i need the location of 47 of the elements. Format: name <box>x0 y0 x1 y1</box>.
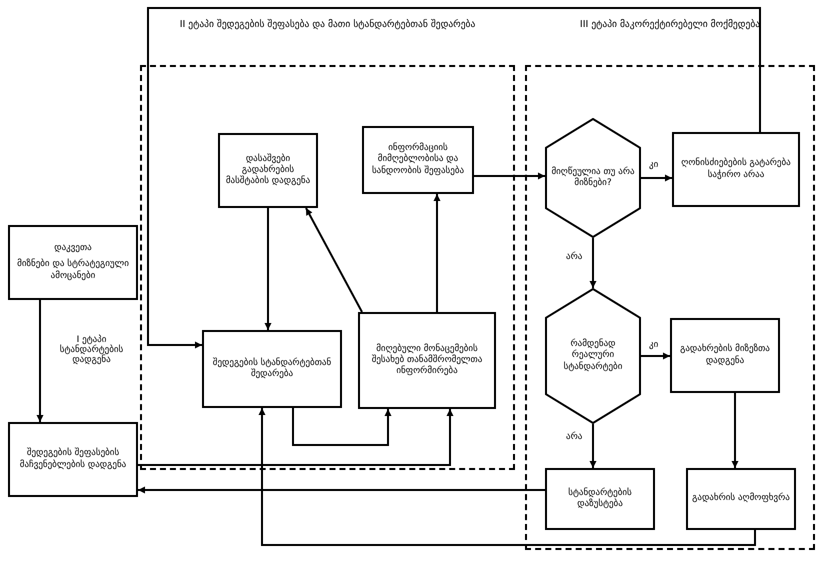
node-text: მიღწეულია თუ არა მიზნები? <box>550 166 636 190</box>
process-box <box>545 468 655 530</box>
stage-title: III ეტაპი მაკორექტირებელი მოქმედება <box>578 19 762 32</box>
process-box <box>8 225 138 300</box>
arrow <box>641 174 672 182</box>
arrow <box>258 408 756 546</box>
arrow <box>590 238 596 288</box>
process-box <box>670 318 780 393</box>
stage-title: II ეტაპი შედეგების შეფასება და მათი სტანდარტებთან შედარება <box>178 19 476 32</box>
arrow <box>732 393 738 468</box>
arrow <box>434 194 440 312</box>
node-text: შედეგების შეფასების მაჩვენებლების დადგენა <box>18 448 128 471</box>
node-text: მიღებული მონაცემების შესახებ თანამშრომელთა ინფორმირება <box>370 344 484 378</box>
node-text: დაკვეთა <box>54 243 92 254</box>
process-box <box>8 422 138 497</box>
arrow <box>264 208 272 330</box>
node-text: ღონისძიებების გატარება საჭირო არაა <box>680 158 792 181</box>
process-box <box>686 468 796 530</box>
decision-hexagon <box>545 288 641 424</box>
process-box <box>358 312 496 409</box>
arrow <box>590 424 596 468</box>
arrow <box>641 352 670 360</box>
decision-hexagon <box>545 118 641 238</box>
edge-label: კი <box>648 160 660 170</box>
edge-label: კი <box>648 340 660 350</box>
arrow <box>138 409 454 466</box>
arrow <box>305 208 363 312</box>
process-box <box>672 132 800 207</box>
process-box <box>362 126 474 194</box>
edge-label: არა <box>565 252 584 262</box>
process-box <box>202 330 342 408</box>
node-text: სტანდარტების დაზუსტება <box>567 488 633 510</box>
arrow <box>138 486 545 494</box>
arrow <box>292 408 392 446</box>
edge-label: არა <box>565 432 584 442</box>
node-text: ინფორმაციის მიმღებლობისა და სანდოობის შეფასება <box>370 143 466 177</box>
stage-label: I ეტაპი სტანდარტების დადგენა <box>58 335 124 365</box>
node-text: გადახრის აღმოფხვრა <box>692 493 790 505</box>
node-text: დასაშვები გადახრების მასშტაბის დადგენა <box>224 154 312 188</box>
process-box <box>218 133 318 208</box>
arrow <box>36 300 44 422</box>
arrow <box>474 172 545 180</box>
arrow <box>147 7 761 348</box>
node-text: რამდენად რეალური სტანდარტები <box>562 339 624 373</box>
node-text: მიზნები და სტრატეგიული ამოცანები <box>16 259 130 282</box>
node-text: გადახრების მიზეზთა დადგენა <box>679 344 771 367</box>
node-text: შედეგების სტანდარტებთან შედარება <box>212 358 332 380</box>
